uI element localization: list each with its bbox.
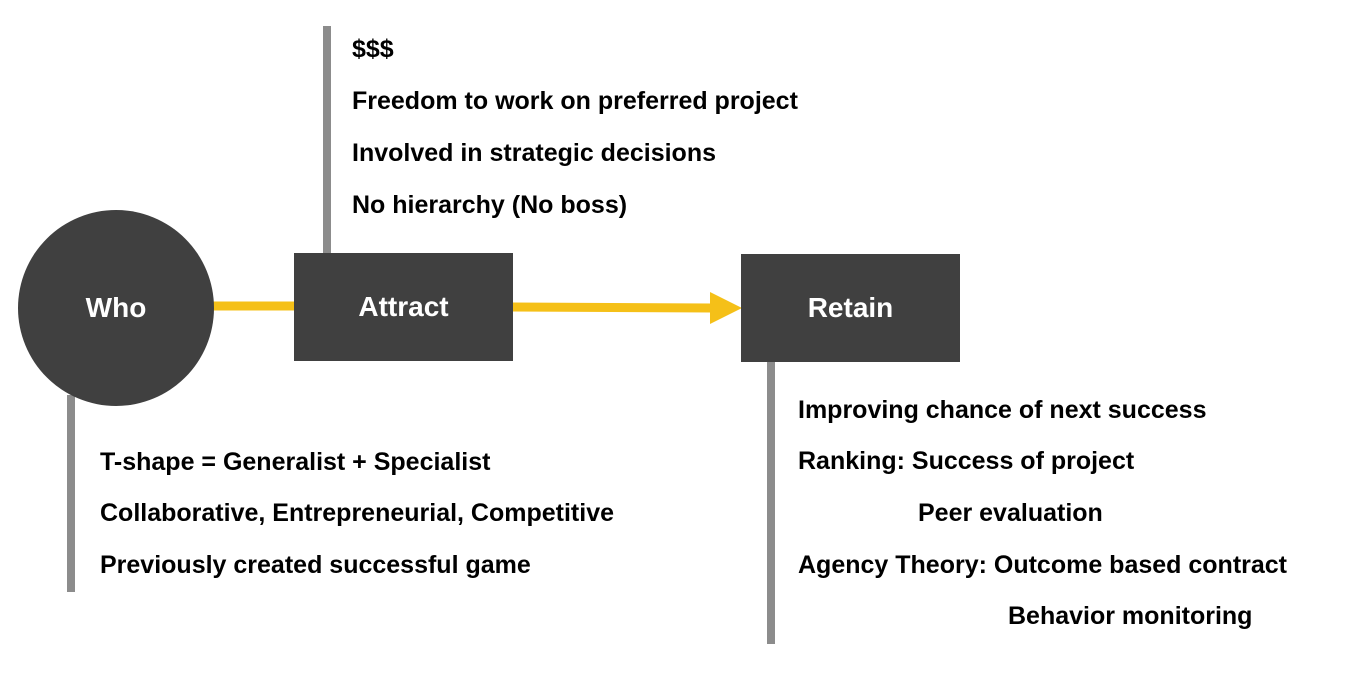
list-item: Behavior monitoring bbox=[1008, 602, 1253, 630]
arrowhead bbox=[710, 292, 742, 324]
list-item: Agency Theory: Outcome based contract bbox=[798, 551, 1288, 579]
list-item: Ranking: Success of project bbox=[798, 447, 1135, 475]
list-item: Collaborative, Entrepreneurial, Competit… bbox=[100, 499, 615, 527]
list-item: Improving chance of next success bbox=[798, 396, 1207, 424]
attract-vertical-bar bbox=[323, 26, 331, 254]
list-item: Involved in strategic decisions bbox=[352, 139, 717, 167]
list-item: $$$ bbox=[352, 35, 394, 63]
retain-node: Retain bbox=[741, 254, 960, 362]
attract-node: Attract bbox=[294, 253, 513, 361]
list-item: Previously created successful game bbox=[100, 551, 531, 579]
connector-attract-retain bbox=[510, 302, 713, 313]
who-vertical-bar bbox=[67, 395, 75, 592]
attract-label: Attract bbox=[358, 291, 449, 322]
retain-label: Retain bbox=[807, 292, 894, 323]
who-node: Who bbox=[18, 210, 214, 406]
list-item: Peer evaluation bbox=[918, 499, 1103, 527]
list-item: T-shape = Generalist + Specialist bbox=[100, 448, 491, 476]
who-label: Who bbox=[85, 292, 147, 323]
retain-vertical-bar bbox=[767, 360, 775, 644]
list-item: No hierarchy (No boss) bbox=[352, 191, 628, 219]
list-item: Freedom to work on preferred project bbox=[352, 87, 798, 115]
